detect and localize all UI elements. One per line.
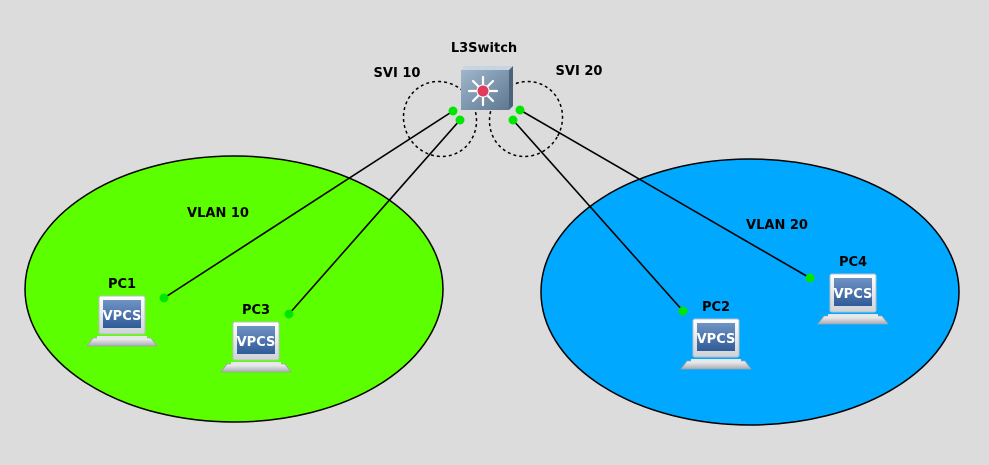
vlan-10-label: VLAN 10: [187, 206, 249, 221]
port-switch-pc4: [515, 105, 525, 115]
pc4-label: PC4: [839, 255, 867, 270]
link-pc2-switch: [512, 119, 684, 312]
vlan-20-label: VLAN 20: [746, 218, 808, 233]
pc1[interactable]: VPCS: [86, 295, 158, 347]
pc2[interactable]: VPCS: [680, 318, 752, 370]
port-switch-pc1: [448, 106, 458, 116]
vlan-20-area: [540, 158, 960, 426]
l3-switch[interactable]: [461, 66, 513, 110]
svi-10-label: SVI 10: [374, 66, 421, 81]
switch-label: L3Switch: [451, 41, 517, 56]
pc4-screen-label: VPCS: [834, 287, 873, 302]
pc3-label: PC3: [242, 303, 270, 318]
port-pc3: [284, 309, 294, 319]
port-switch-pc2: [508, 115, 518, 125]
pc3[interactable]: VPCS: [220, 321, 292, 373]
pc1-label: PC1: [108, 277, 136, 292]
vlan-10-area: [24, 155, 444, 423]
pc2-label: PC2: [702, 300, 730, 315]
pc2-screen-label: VPCS: [697, 332, 736, 347]
port-pc2: [678, 306, 688, 316]
pc3-screen-label: VPCS: [237, 335, 276, 350]
link-pc4-switch: [519, 109, 811, 279]
pc1-screen-label: VPCS: [103, 309, 142, 324]
link-pc1-switch: [163, 110, 454, 299]
port-pc4: [805, 273, 815, 283]
pc4[interactable]: VPCS: [817, 273, 889, 325]
link-pc3-switch: [288, 119, 461, 315]
port-switch-pc3: [455, 115, 465, 125]
svi-20-label: SVI 20: [556, 64, 603, 79]
port-pc1: [159, 293, 169, 303]
